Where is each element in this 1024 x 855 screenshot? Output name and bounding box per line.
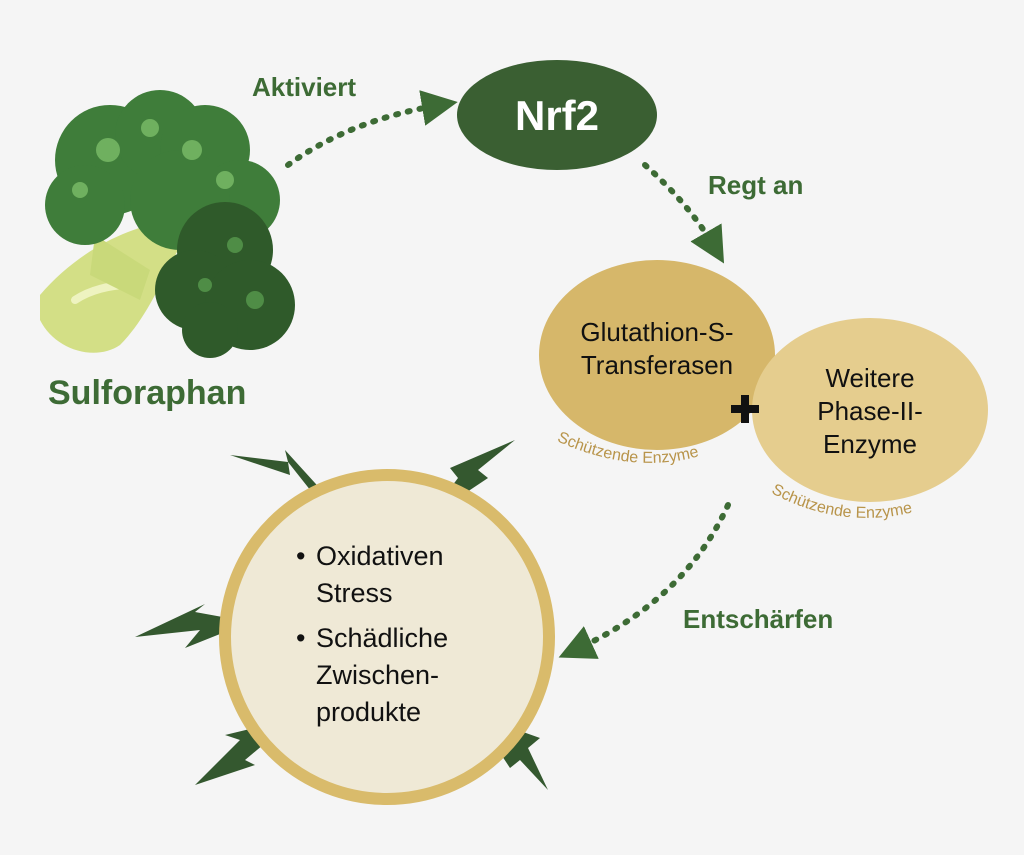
- threat-list: Oxidativen Stress Schädliche Zwischen- p…: [290, 538, 530, 739]
- edge-label-defuses: Entschärfen: [683, 604, 834, 634]
- enzyme-secondary-text: Weitere Phase-II- Enzyme: [772, 362, 968, 461]
- edge-label-activates: Aktiviert: [252, 72, 357, 102]
- source-label: Sulforaphan: [48, 374, 247, 412]
- arrow-activates: [285, 90, 458, 168]
- arrow-defuses: [558, 502, 731, 659]
- threat-item: Oxidativen Stress: [290, 538, 530, 612]
- enzyme-secondary-line3: Enzyme: [823, 429, 917, 459]
- enzyme-primary-line1: Glutathion-S-: [580, 317, 734, 347]
- plus-icon: [731, 395, 759, 423]
- nrf2-node: [457, 60, 657, 170]
- arrow-stimulates: [642, 162, 725, 264]
- threat-item-line: produkte: [316, 697, 422, 727]
- threat-item-line: Schädliche: [316, 623, 449, 653]
- enzyme-primary-line2: Transferasen: [580, 350, 734, 380]
- threat-item-line: Oxidativen: [316, 541, 444, 571]
- broccoli-icon: [40, 90, 295, 358]
- enzyme-secondary-line2: Phase-II-: [817, 396, 923, 426]
- threat-item-line: Zwischen-: [316, 660, 440, 690]
- threat-item: Schädliche Zwischen- produkte: [290, 620, 530, 731]
- enzyme-primary-text: Glutathion-S- Transferasen: [539, 316, 775, 382]
- threat-item-line: Stress: [316, 578, 393, 608]
- nrf2-label: Nrf2: [514, 92, 600, 139]
- enzyme-node-primary: [539, 260, 775, 450]
- edge-label-stimulates: Regt an: [708, 170, 804, 200]
- enzyme-secondary-line1: Weitere: [825, 363, 915, 393]
- enzyme-node-secondary: [752, 318, 988, 502]
